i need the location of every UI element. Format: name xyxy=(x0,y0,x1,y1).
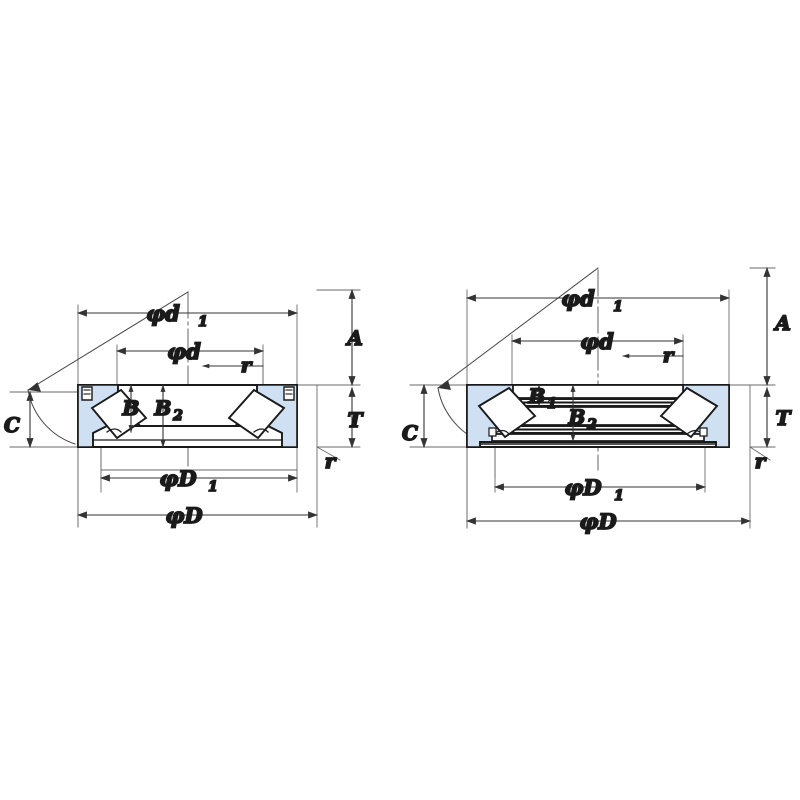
label-T: T xyxy=(348,408,365,432)
label-A: A xyxy=(773,311,791,335)
label-r-top: r xyxy=(663,343,675,367)
label-B2: B xyxy=(568,405,586,429)
label-B1: B xyxy=(528,384,546,408)
label-phi-D1-subscript: 1 xyxy=(614,488,624,504)
label-C: C xyxy=(4,413,20,437)
left-bearing-diagram: φd 1 φd φD 1 φD A T C r r B B 2 xyxy=(3,289,365,529)
label-phi-d: φd xyxy=(167,339,201,364)
label-B2-subscript: 2 xyxy=(586,417,597,433)
label-phi-D: φD xyxy=(165,503,203,528)
label-B1-subscript: 1 xyxy=(547,396,557,412)
label-phi-D1: φD xyxy=(564,475,602,500)
label-phi-D: φD xyxy=(579,509,617,534)
label-r-top: r xyxy=(241,353,253,377)
label-phi-d1-subscript: 1 xyxy=(198,314,208,330)
label-A: A xyxy=(345,326,363,350)
label-B2: B xyxy=(154,396,172,420)
label-r-bottom: r xyxy=(325,449,337,473)
label-phi-D1: φD xyxy=(159,466,197,491)
label-phi-D1-subscript: 1 xyxy=(208,479,218,495)
label-B2-subscript: 2 xyxy=(172,408,183,424)
label-B: B xyxy=(122,396,140,420)
label-phi-d: φd xyxy=(580,329,614,354)
right-bearing-diagram: φd 1 φd φD 1 φD A T C r r B 1 B 2 xyxy=(401,267,793,535)
label-C: C xyxy=(402,421,418,445)
label-phi-d1: φd xyxy=(561,286,595,311)
label-phi-d1: φd xyxy=(146,301,180,326)
label-r-bottom: r xyxy=(755,449,767,473)
label-phi-d1-subscript: 1 xyxy=(613,299,623,315)
label-T: T xyxy=(776,406,793,430)
